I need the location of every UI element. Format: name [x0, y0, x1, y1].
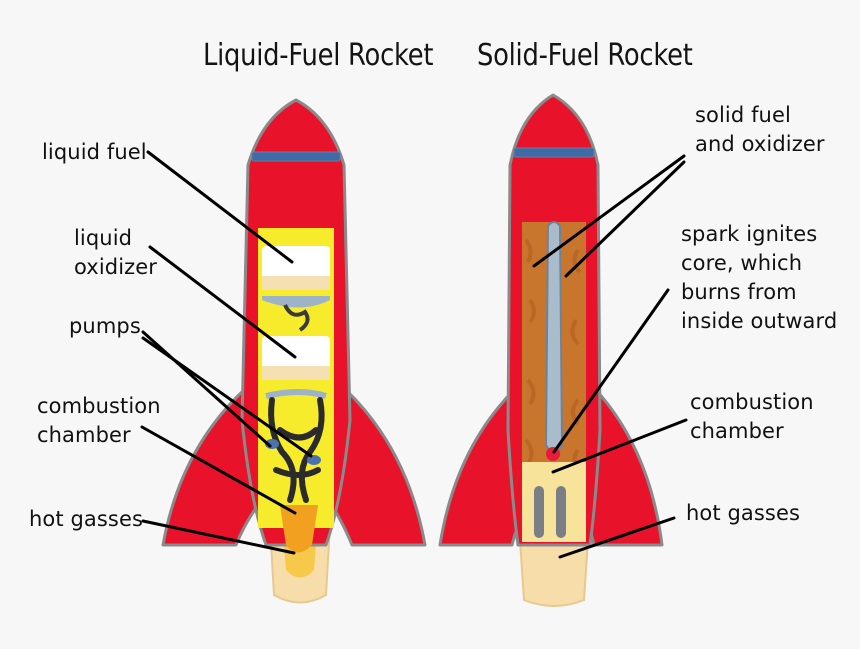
leader-pumps-a — [141, 330, 272, 448]
leader-solid-fuel-b — [564, 160, 686, 278]
title-solid-rocket: Solid-Fuel Rocket — [477, 38, 693, 73]
label-liquid-oxidizer: liquid oxidizer — [74, 226, 158, 279]
liquid-right-fin — [326, 388, 427, 547]
label-solid-combustion-chamber: combustion chamber — [690, 390, 814, 443]
leader-liquid-chamber — [140, 425, 297, 515]
label-liquid-hot-gasses: hot gasses — [29, 507, 144, 531]
leader-solid-gasses — [558, 516, 676, 559]
solid-combustion-chamber — [522, 462, 586, 542]
solid-rocket — [438, 93, 664, 607]
leader-pumps-b — [141, 336, 313, 458]
label-liquid-fuel: liquid fuel — [42, 140, 147, 164]
label-solid-fuel-oxidizer: solid fuel and oxidizer — [695, 103, 825, 156]
leader-liquid-oxidizer — [148, 245, 297, 359]
label-liquid-combustion-chamber: combustion chamber — [37, 394, 161, 447]
leader-lines — [140, 150, 688, 559]
liquid-rocket — [161, 98, 427, 604]
title-liquid-rocket: Liquid-Fuel Rocket — [203, 38, 434, 73]
label-spark-ignites: spark ignites core, which burns from ins… — [681, 222, 838, 333]
liquid-nose-band — [251, 151, 341, 162]
solid-nose-band — [513, 147, 595, 158]
label-pumps: pumps — [69, 314, 141, 338]
leader-solid-chamber — [551, 418, 688, 474]
label-solid-hot-gasses: hot gasses — [686, 501, 801, 525]
leader-solid-fuel-a — [532, 154, 686, 268]
solid-spark — [546, 447, 560, 461]
leader-liquid-gasses — [141, 519, 296, 555]
liquid-pump-right — [307, 455, 321, 465]
solid-exhaust-plume — [518, 539, 590, 607]
leader-liquid-fuel — [146, 150, 294, 264]
leader-spark — [552, 288, 670, 454]
liquid-combustion-chamber — [280, 505, 318, 553]
